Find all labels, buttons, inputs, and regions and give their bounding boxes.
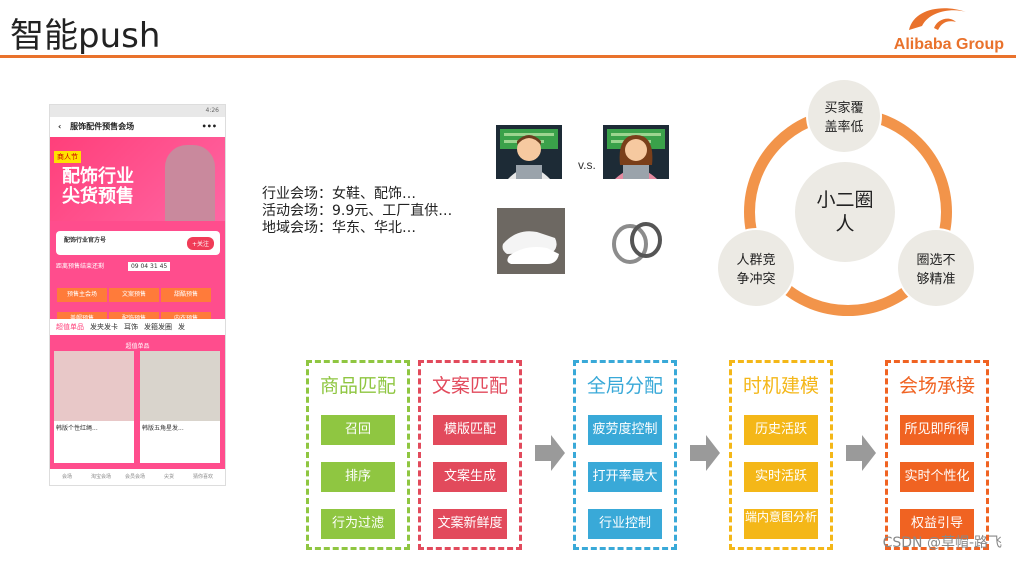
pipeline-stage: 会场承接所见即所得实时个性化权益引导 xyxy=(885,360,989,550)
tab-item[interactable]: 发夹发卡 xyxy=(90,323,118,331)
pipeline-stage: 文案匹配模版匹配文案生成文案新鲜度 xyxy=(418,360,522,550)
pipeline-stage: 时机建模历史活跃实时活跃端内意图分析 xyxy=(729,360,833,550)
stage-step: 文案新鲜度 xyxy=(433,509,507,539)
venue-button[interactable]: 预售主会场 xyxy=(57,288,107,302)
stage-step: 行业控制 xyxy=(588,509,662,539)
official-account-card: 配饰行业官方号 +关注 xyxy=(56,231,220,255)
bottom-tab[interactable]: 尖货 xyxy=(163,474,174,480)
stage-step: 排序 xyxy=(321,462,395,492)
back-icon[interactable]: ‹ xyxy=(58,122,62,131)
phone-screenshot: 4:26 ‹ 服饰配件预售会场 ••• 商人节 配饰行业 尖货预售 配饰行业官方… xyxy=(49,104,226,486)
stage-step: 端内意图分析 xyxy=(744,509,818,539)
card-text: 配饰行业官方号 xyxy=(64,237,107,244)
vs-label: v.s. xyxy=(578,158,596,172)
venue-button[interactable]: 文案预售 xyxy=(109,288,159,302)
alibaba-logo-icon xyxy=(909,8,966,30)
title-underline xyxy=(0,55,1016,58)
product-card[interactable]: 韩版五角星发... xyxy=(140,351,220,463)
hero-tag: 商人节 xyxy=(54,151,81,163)
product-title: 韩版个性红绳... xyxy=(56,425,98,432)
stage-step: 所见即所得 xyxy=(900,415,974,445)
page-title: 智能push xyxy=(10,16,161,56)
category-tabs: 超值单品发夹发卡耳饰发箍发圈发 xyxy=(50,319,225,335)
countdown-value: 09 04 31 45 xyxy=(127,262,171,271)
stage-title: 文案匹配 xyxy=(431,375,508,397)
product-card[interactable]: 韩版个性红绳... xyxy=(54,351,134,463)
stage-title: 全局分配 xyxy=(586,375,663,397)
arrow-right-icon xyxy=(846,435,876,471)
product-title: 韩版五角星发... xyxy=(142,425,184,432)
stage-step: 实时个性化 xyxy=(900,462,974,492)
ring-photo xyxy=(604,208,672,274)
bottom-tab[interactable]: 会员会场 xyxy=(124,474,145,480)
hero-line-2: 尖货预售 xyxy=(62,186,134,207)
female-user-icon xyxy=(603,125,669,179)
hero-line-1: 配饰行业 xyxy=(62,166,134,187)
sneaker-photo xyxy=(497,208,565,274)
venue-line: 地域会场：华东、华北… xyxy=(262,220,416,236)
tab-item[interactable]: 发 xyxy=(178,323,185,331)
bottom-tab[interactable]: 淘宝会场 xyxy=(90,474,111,480)
male-user-icon xyxy=(496,125,562,179)
product-image xyxy=(140,351,220,421)
pipeline-stage: 全局分配疲劳度控制打开率最大行业控制 xyxy=(573,360,677,550)
bottom-tab[interactable]: 会场 xyxy=(61,474,72,480)
hero-headline: 配饰行业 尖货预售 xyxy=(62,167,134,207)
stage-step: 权益引导 xyxy=(900,509,974,539)
status-bar: 4:26 xyxy=(50,105,225,117)
venue-line: 活动会场：9.9元、工厂直供… xyxy=(262,203,453,219)
venue-description: 行业会场：女鞋、配饰… 活动会场：9.9元、工厂直供… 地域会场：华东、华北… xyxy=(262,186,452,237)
grid-label: 超值单品 xyxy=(125,343,150,350)
venue-button[interactable]: 甜酷预售 xyxy=(161,288,211,302)
logo-text: Alibaba Group xyxy=(893,36,1004,53)
alibaba-logo: Alibaba Group xyxy=(854,4,1004,54)
top-bubble: 买家覆盖率低 xyxy=(808,80,880,152)
stage-step: 行为过滤 xyxy=(321,509,395,539)
countdown-label: 距离预售结束还剩 xyxy=(56,263,105,270)
tab-item[interactable]: 发箍发圈 xyxy=(144,323,172,331)
app-nav-title: 服饰配件预售会场 xyxy=(70,122,135,131)
tab-item[interactable]: 耳饰 xyxy=(124,323,138,331)
app-nav-bar: ‹ 服饰配件预售会场 ••• xyxy=(50,117,225,137)
stage-step: 打开率最大 xyxy=(588,462,662,492)
left-bubble: 人群竞争冲突 xyxy=(718,230,794,306)
stage-step: 疲劳度控制 xyxy=(588,415,662,445)
model-image xyxy=(165,145,215,235)
arrow-right-icon xyxy=(690,435,720,471)
pipeline-stage: 商品匹配召回排序行为过滤 xyxy=(306,360,410,550)
countdown: 距离预售结束还剩 09 04 31 45 xyxy=(56,261,171,271)
follow-button[interactable]: +关注 xyxy=(186,237,214,250)
watermark: CSDN @草帽-路飞 xyxy=(882,535,1002,551)
stage-step: 历史活跃 xyxy=(744,415,818,445)
venue-line: 行业会场：女鞋、配饰… xyxy=(262,186,416,202)
product-image xyxy=(54,351,134,421)
stage-step: 实时活跃 xyxy=(744,462,818,492)
product-grid: 超值单品 韩版个性红绳... 韩版五角星发... xyxy=(50,339,225,469)
center-bubble: 小二圈人 xyxy=(795,162,895,262)
tab-item[interactable]: 超值单品 xyxy=(56,323,84,331)
right-bubble: 圈选不够精准 xyxy=(898,230,974,306)
bottom-tab[interactable]: 猜你喜欢 xyxy=(192,474,213,480)
stage-step: 召回 xyxy=(321,415,395,445)
stage-step: 文案生成 xyxy=(433,462,507,492)
stage-step: 模版匹配 xyxy=(433,415,507,445)
stage-title: 商品匹配 xyxy=(319,375,396,397)
more-icon[interactable]: ••• xyxy=(201,122,217,131)
stage-title: 会场承接 xyxy=(898,375,975,397)
arrow-right-icon xyxy=(535,435,565,471)
bottom-tab-bar: 会场 淘宝会场 会员会场 尖货 猜你喜欢 xyxy=(50,469,225,485)
stage-title: 时机建模 xyxy=(742,375,819,397)
